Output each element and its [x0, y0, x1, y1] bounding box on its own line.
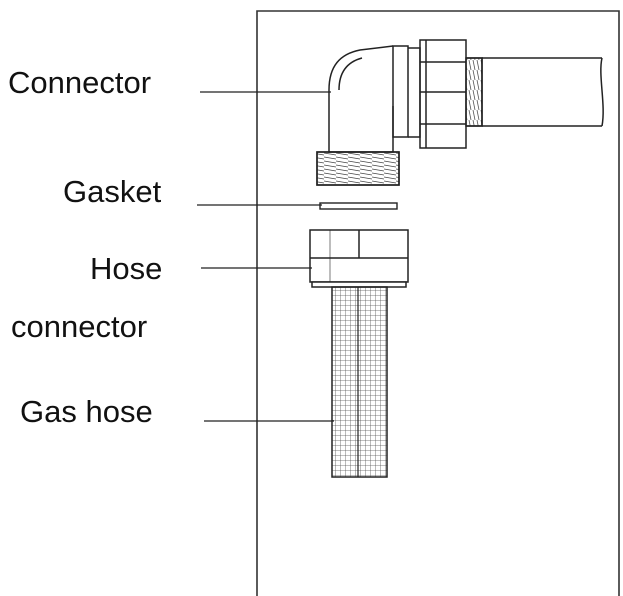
label-gasket: Gasket — [63, 174, 162, 209]
hose-connector-nut — [309, 229, 409, 288]
elbow-connector — [316, 39, 604, 186]
appliance-panel — [256, 10, 620, 596]
gasket — [319, 202, 398, 210]
label-gas-hose: Gas hose — [20, 394, 153, 429]
label-hose-connector-line2: connector — [11, 309, 148, 344]
label-hose-connector-line1: Hose — [90, 251, 163, 286]
label-connector: Connector — [8, 65, 152, 100]
gas-hose — [331, 286, 388, 478]
